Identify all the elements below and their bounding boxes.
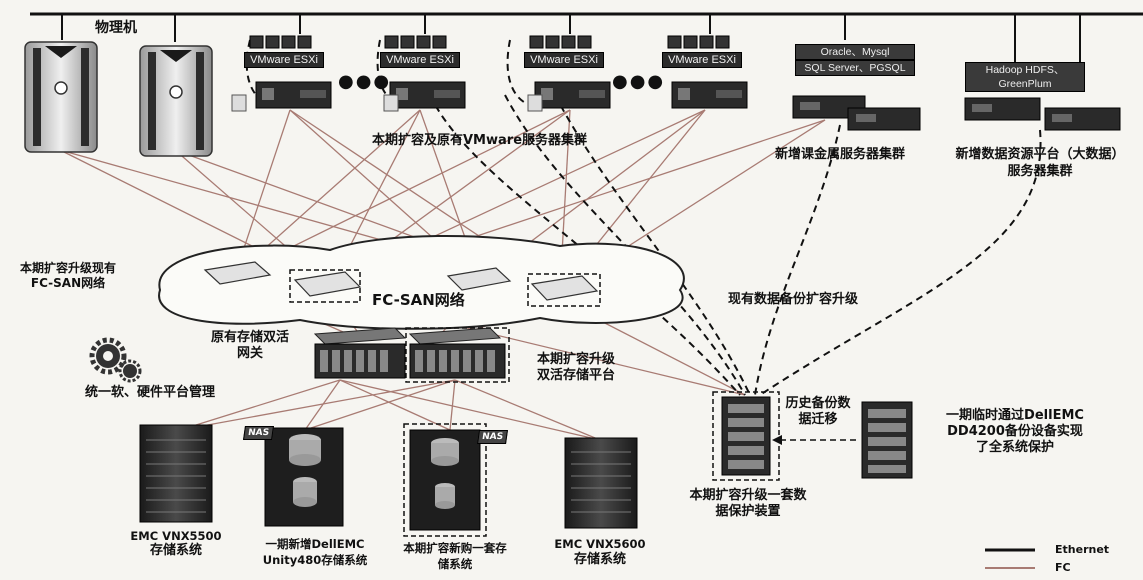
protection-device-label-2: 据保护装置 xyxy=(715,504,781,519)
storage-gateways xyxy=(313,327,510,383)
new-storage-array xyxy=(403,423,487,537)
vnx5500-label-2: 存储系统 xyxy=(149,543,202,558)
dual-active-label-1: 本期扩容升级 xyxy=(536,352,615,367)
esxi-label-2: VMware ESXi xyxy=(380,52,460,68)
history-migration-label-1: 历史备份数 xyxy=(785,396,851,411)
bigdata-types: Hadoop HDFS、GreenPlum xyxy=(965,62,1085,92)
db-server-cluster xyxy=(792,95,921,131)
fcsan-cloud xyxy=(158,234,685,330)
physical-server-2 xyxy=(139,45,213,157)
vnx5600-array xyxy=(564,437,638,529)
history-migration-label-2: 据迁移 xyxy=(798,412,838,427)
esxi-label-3: VMware ESXi xyxy=(524,52,604,68)
management-label: 统一软、硬件平台管理 xyxy=(85,385,216,400)
bigdata-cluster-label-2: 服务器集群 xyxy=(1007,164,1073,179)
unity480-array xyxy=(264,427,344,527)
unity480-label-2: Unity480存储系统 xyxy=(262,553,368,567)
nas-tag-1: NAS xyxy=(243,426,274,440)
physical-machine-label: 物理机 xyxy=(95,20,137,36)
esxi-label-1: VMware ESXi xyxy=(244,52,324,68)
esxi-host-1 xyxy=(231,35,332,112)
finance-cluster-label: 新增课金属服务器集群 xyxy=(775,147,906,162)
legend-lines xyxy=(985,548,1035,569)
db-type-line2: SQL Server、PGSQL xyxy=(795,60,915,76)
esxi-host-4 xyxy=(667,35,748,109)
vmware-cluster-label: 本期扩容及原有VMware服务器集群 xyxy=(372,133,588,148)
fcsan-upgrade-label-1: 本期扩容升级现有 xyxy=(19,261,116,275)
dd4200-label-3: 了全系统保护 xyxy=(975,440,1054,455)
esxi-host-3 xyxy=(527,35,611,112)
ethernet-bus xyxy=(30,12,1143,62)
nas-tag-2: NAS xyxy=(477,430,508,444)
protection-device-label-1: 本期扩容升级一套数 xyxy=(689,488,807,503)
bigdata-server-cluster xyxy=(964,97,1121,131)
new-storage-label-1: 本期扩容新购一套存 xyxy=(403,541,507,555)
new-storage-label-2: 储系统 xyxy=(437,557,473,571)
bigdata-cluster-label-1: 新增数据资源平台（大数据） xyxy=(955,147,1125,162)
ellipsis-1: ●●● xyxy=(338,71,392,92)
legend-ethernet: Ethernet xyxy=(1055,543,1110,556)
gateway-label-2: 网关 xyxy=(236,346,263,361)
dd4200-label-2: DD4200备份设备实现 xyxy=(947,424,1083,439)
gateway-label-1: 原有存储双活 xyxy=(210,330,289,345)
vnx5600-label-1: EMC VNX5600 xyxy=(554,537,646,551)
dual-active-label-2: 双活存储平台 xyxy=(536,368,615,383)
fcsan-upgrade-label-2: FC-SAN网络 xyxy=(30,276,106,290)
dd4200-label-1: 一期临时通过DellEMC xyxy=(946,408,1084,423)
fcsan-network-label: FC-SAN网络 xyxy=(372,291,465,309)
esxi-host-2 xyxy=(383,35,466,112)
legend-fc: FC xyxy=(1055,561,1071,574)
esxi-label-4: VMware ESXi xyxy=(662,52,742,68)
vnx5500-label-1: EMC VNX5500 xyxy=(130,529,222,543)
gear-icon xyxy=(89,337,142,383)
dd4200-device xyxy=(861,401,913,479)
unity480-label-1: 一期新增DellEMC xyxy=(265,537,365,551)
backup-upgrade-label: 现有数据备份扩容升级 xyxy=(728,292,859,307)
migration-arrow xyxy=(772,435,856,445)
data-protection-device xyxy=(712,391,780,481)
physical-server-1 xyxy=(24,41,98,153)
vnx5600-label-2: 存储系统 xyxy=(573,552,626,567)
ellipsis-2: ●●● xyxy=(612,71,666,92)
fc-switches xyxy=(203,261,601,307)
backup-ethernet-links xyxy=(245,39,1042,396)
db-type-line1: Oracle、Mysql xyxy=(795,44,915,60)
vnx5500-array xyxy=(139,424,213,523)
